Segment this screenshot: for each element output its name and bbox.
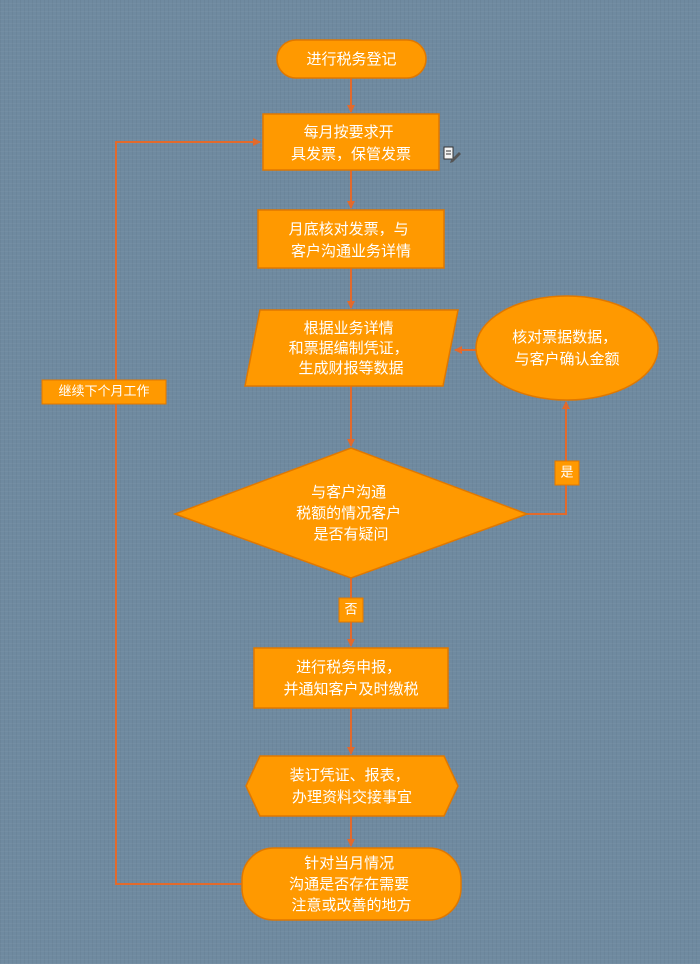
node-verify-shape	[257, 209, 445, 269]
node-review-line-1: 针对当月情况	[304, 854, 394, 872]
node-declare-text: 进行税务申报， 并通知客户及时缴税	[283, 658, 418, 698]
node-bind-shape	[245, 755, 459, 817]
node-decision-line-2: 税额的情况客户	[296, 504, 401, 522]
node-review-line-3: 注意或改善的地方	[291, 896, 411, 914]
label-no-box	[338, 597, 364, 623]
node-invoice-line-1: 每月按要求开	[304, 123, 394, 141]
node-invoice-line-2: 具发票，保管发票	[291, 145, 411, 163]
node-verify: 月底核对发票，与 客户沟通业务详情	[257, 209, 445, 269]
node-review: 针对当月情况 沟通是否存在需要 注意或改善的地方	[241, 847, 462, 921]
node-confirm-line-1: 核对票据数据，	[512, 328, 617, 346]
label-yes: 是	[554, 460, 580, 486]
node-verify-line-2: 客户沟通业务详情	[291, 242, 411, 260]
node-decision-shape	[172, 447, 530, 579]
node-decision-text: 与客户沟通 税额的情况客户 是否有疑问	[296, 483, 406, 543]
node-confirm-text: 核对票据数据， 与客户确认金额	[512, 328, 622, 368]
node-bind: 装订凭证、报表， 办理资料交接事宜	[245, 755, 459, 817]
node-invoice-shape	[262, 113, 440, 171]
connector-review-loop	[115, 138, 261, 885]
node-start-shape	[276, 39, 427, 79]
edit-note-icon[interactable]	[443, 146, 461, 163]
node-vouchers-line-2: 和票据编制凭证，	[289, 339, 409, 357]
node-vouchers-text: 根据业务详情 和票据编制凭证， 生成财报等数据	[289, 319, 414, 377]
node-review-text: 针对当月情况 沟通是否存在需要 注意或改善的地方	[289, 854, 414, 914]
label-yes-box	[554, 460, 580, 486]
node-bind-line-1: 装订凭证、报表，	[290, 766, 410, 784]
node-bind-line-2: 办理资料交接事宜	[292, 788, 412, 806]
label-loop-text: 继续下个月工作	[58, 385, 149, 400]
label-yes-text: 是	[560, 466, 573, 481]
node-start-text: 进行税务登记	[306, 50, 396, 68]
connector-decision-confirm	[527, 401, 570, 515]
node-vouchers-line-3: 生成财报等数据	[298, 359, 403, 377]
node-decision-line-3: 是否有疑问	[313, 525, 388, 543]
node-bind-text: 装订凭证、报表， 办理资料交接事宜	[290, 766, 415, 806]
node-verify-line-1: 月底核对发票，与	[289, 220, 409, 238]
node-review-line-2: 沟通是否存在需要	[289, 875, 409, 893]
node-vouchers-shape	[244, 309, 459, 387]
node-declare-line-2: 并通知客户及时缴税	[283, 680, 418, 698]
node-invoice-text: 每月按要求开 具发票，保管发票	[291, 123, 411, 163]
node-declare: 进行税务申报， 并通知客户及时缴税	[253, 647, 449, 709]
node-vouchers-line-1: 根据业务详情	[304, 319, 394, 337]
node-confirm: 核对票据数据， 与客户确认金额	[475, 295, 659, 401]
node-decision-line-1: 与客户沟通	[311, 483, 386, 501]
node-declare-shape	[253, 647, 449, 709]
connectors	[115, 78, 570, 885]
label-loop: 继续下个月工作	[41, 379, 167, 405]
label-no: 否	[338, 597, 364, 623]
node-verify-text: 月底核对发票，与 客户沟通业务详情	[289, 220, 414, 260]
node-review-shape	[241, 847, 462, 921]
node-invoice: 每月按要求开 具发票，保管发票	[262, 113, 440, 171]
node-confirm-shape	[475, 295, 659, 401]
node-start: 进行税务登记	[276, 39, 427, 79]
node-vouchers: 根据业务详情 和票据编制凭证， 生成财报等数据	[244, 309, 459, 387]
label-loop-box	[41, 379, 167, 405]
node-start-line-1: 进行税务登记	[306, 50, 396, 68]
label-no-text: 否	[344, 603, 357, 618]
node-decision: 与客户沟通 税额的情况客户 是否有疑问	[172, 447, 530, 579]
node-confirm-line-2: 与客户确认金额	[514, 350, 619, 368]
node-declare-line-1: 进行税务申报，	[296, 658, 401, 676]
